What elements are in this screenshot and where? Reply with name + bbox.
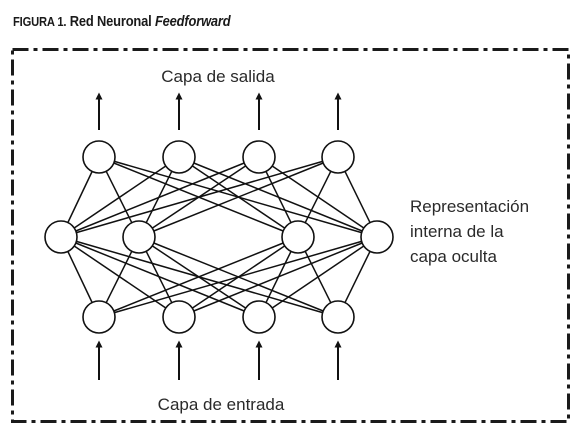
input-neuron-4 [321, 300, 355, 334]
input-neuron-2 [162, 300, 196, 334]
figure-number: FIGURA 1. [13, 14, 67, 29]
figure-title: FIGURA 1. Red Neuronal Feedforward [13, 13, 231, 30]
edge-input-4-hidden-3 [304, 250, 332, 304]
hidden-neuron-1 [44, 220, 78, 254]
hidden-layer-label-line-2: interna de la [410, 222, 504, 241]
hidden-neuron-3 [281, 220, 315, 254]
edge-hidden-4-output-2 [193, 162, 363, 232]
diagram-frame [11, 48, 570, 423]
edge-input-1-hidden-1 [67, 251, 93, 303]
input-neuron-1 [82, 300, 116, 334]
edge-input-4-hidden-1 [76, 240, 323, 314]
figure-title-text: Red Neuronal [69, 13, 155, 30]
hidden-neuron-2 [122, 220, 156, 254]
edge-hidden-2-output-2 [145, 170, 173, 224]
edge-hidden-1-output-1 [67, 171, 93, 223]
edge-input-4-hidden-4 [344, 251, 371, 303]
output-neuron-4 [321, 140, 355, 174]
edge-hidden-2-output-1 [105, 170, 133, 224]
connections [67, 160, 371, 314]
edge-hidden-1-output-2 [73, 165, 167, 229]
output-neuron-1 [82, 140, 116, 174]
hidden-layer-label-line-1: Representación [410, 197, 529, 216]
edge-hidden-3-output-1 [113, 162, 284, 232]
figure-title-emphasis: Feedforward [154, 13, 231, 30]
output-neuron-2 [162, 140, 196, 174]
output-neuron-3 [242, 140, 276, 174]
edge-input-3-hidden-1 [75, 242, 245, 312]
edge-hidden-4-output-4 [344, 171, 371, 223]
arrows [95, 92, 342, 380]
hidden-neuron-4 [360, 220, 394, 254]
edge-input-2-hidden-1 [73, 245, 167, 309]
input-neuron-3 [242, 300, 276, 334]
edge-hidden-4-output-3 [271, 165, 365, 229]
neurons [44, 140, 394, 334]
input-layer-label: Capa de entrada [158, 395, 285, 414]
edge-input-3-hidden-3 [265, 251, 292, 303]
edge-hidden-1-output-3 [75, 162, 245, 232]
edge-hidden-4-output-1 [114, 160, 362, 234]
hidden-layer-label-line-3: capa oculta [410, 247, 497, 266]
output-layer-label: Capa de salida [161, 67, 275, 86]
edge-input-4-hidden-2 [153, 242, 324, 312]
